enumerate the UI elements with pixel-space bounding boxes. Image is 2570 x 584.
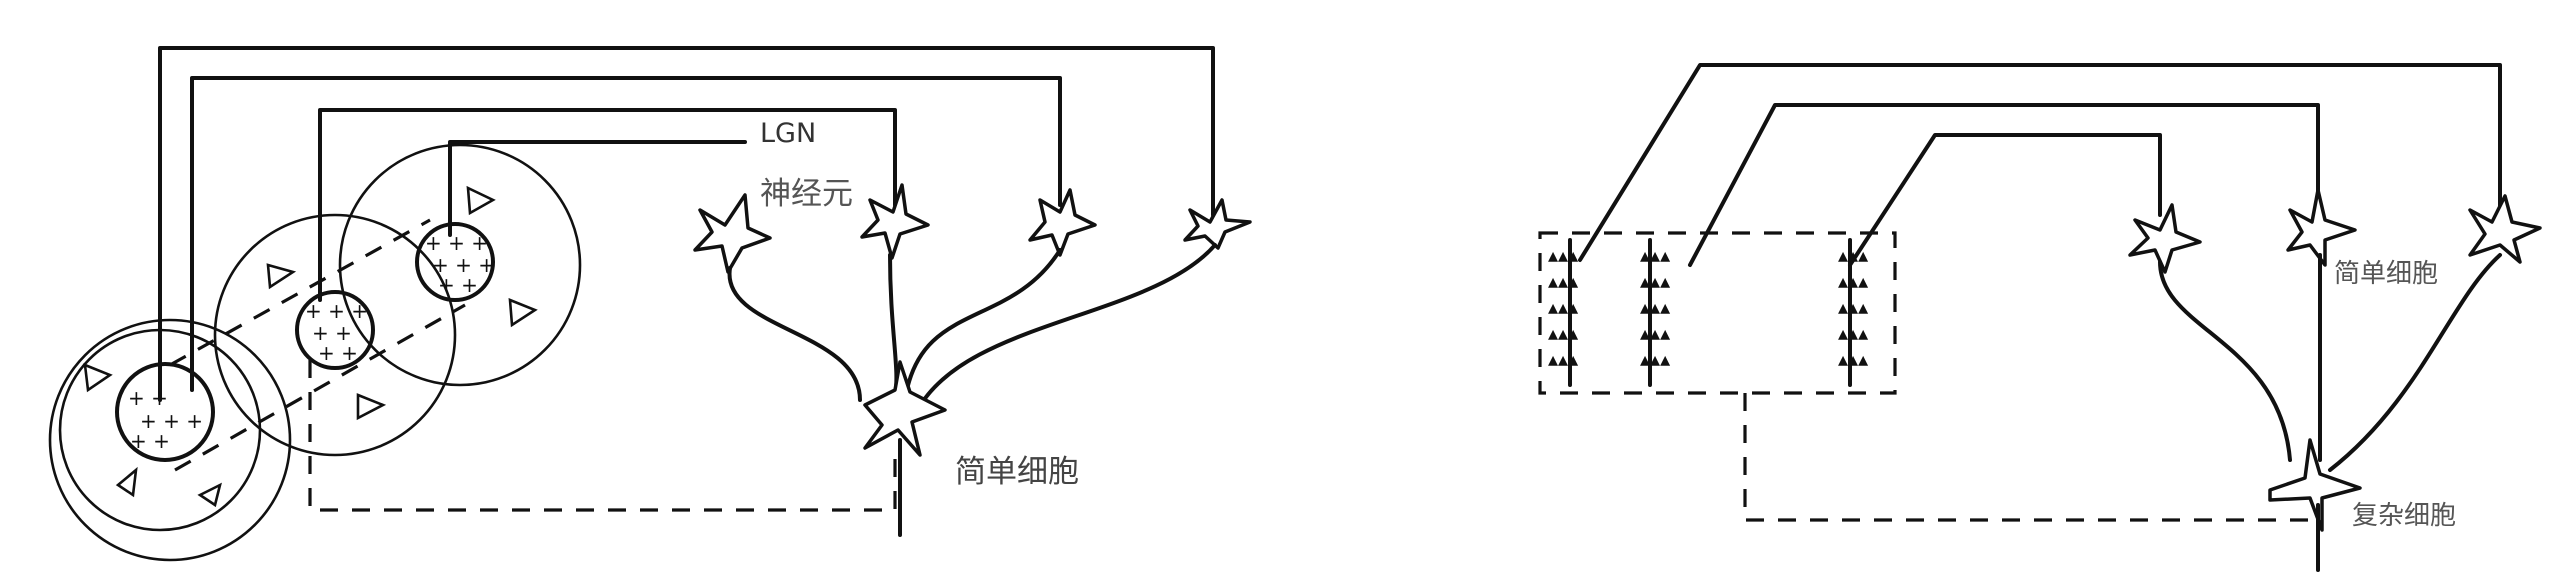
on-centre-marks: + + + + + + + + + + + + + + + + + + + + …: [128, 231, 495, 453]
svg-text:▴▴▴: ▴▴▴: [1640, 243, 1670, 267]
left-panel-lgn-to-simple-cell: + + + + + + + + + + + + + + + + + + + + …: [48, 46, 1252, 562]
svg-text:▴▴▴: ▴▴▴: [1838, 295, 1868, 319]
lgn-axon-paths: [158, 46, 1215, 402]
lgn-axons-to-simple-cell: [727, 243, 1217, 417]
simple-cell-label-right: 简单细胞: [2334, 259, 2439, 289]
oriented-bar-columns: ▴▴▴ ▴▴▴ ▴▴▴ ▴▴▴ ▴▴▴ ▴▴▴ ▴▴▴ ▴▴▴ ▴▴▴ ▴▴▴ …: [1548, 238, 1868, 387]
svg-text:+ + +: + + +: [305, 299, 368, 323]
receptive-field-box: [1538, 231, 2310, 522]
svg-text:▴▴▴: ▴▴▴: [1838, 347, 1868, 371]
svg-text:+ + +: + + +: [432, 253, 495, 277]
off-surround-triangles: [83, 185, 538, 508]
simple-cells-right: [2128, 188, 2542, 274]
svg-text:+ + +: + + +: [140, 409, 203, 433]
receptive-field-surrounds: [48, 143, 582, 562]
svg-text:▴▴▴: ▴▴▴: [1548, 243, 1578, 267]
svg-text:▴▴▴: ▴▴▴: [1838, 321, 1868, 345]
lgn-neuron-label: 神经元: [760, 176, 853, 212]
svg-text:▴▴▴: ▴▴▴: [1548, 347, 1578, 371]
simple-cell-axon-paths: [1578, 63, 2502, 267]
svg-text:▴▴▴: ▴▴▴: [1548, 321, 1578, 345]
svg-text:+ +: + +: [312, 321, 352, 345]
svg-text:▴▴▴: ▴▴▴: [1640, 321, 1670, 345]
svg-text:▴▴▴: ▴▴▴: [1640, 269, 1670, 293]
svg-text:+ +: + +: [318, 341, 358, 365]
svg-text:▴▴▴: ▴▴▴: [1640, 295, 1670, 319]
lgn-label: LGN: [760, 118, 817, 149]
complex-cell-label: 复杂细胞: [2352, 501, 2457, 531]
simple-cell-label-left: 简单细胞: [955, 454, 1079, 490]
svg-text:+ +: + +: [438, 273, 478, 297]
svg-text:▴▴▴: ▴▴▴: [1640, 347, 1670, 371]
complex-cell: [2268, 438, 2362, 572]
svg-text:▴▴▴: ▴▴▴: [1838, 243, 1868, 267]
simple-cell-left: [863, 360, 947, 537]
svg-text:+ + +: + + +: [425, 231, 488, 255]
receptive-field-centres: [115, 222, 495, 462]
svg-text:+ +: + +: [130, 429, 170, 453]
svg-text:▴▴▴: ▴▴▴: [1548, 295, 1578, 319]
right-panel-simple-to-complex-cell: ▴▴▴ ▴▴▴ ▴▴▴ ▴▴▴ ▴▴▴ ▴▴▴ ▴▴▴ ▴▴▴ ▴▴▴ ▴▴▴ …: [1538, 63, 2542, 572]
simple-axons-to-complex-cell: [2158, 253, 2502, 472]
svg-text:▴▴▴: ▴▴▴: [1838, 269, 1868, 293]
svg-text:▴▴▴: ▴▴▴: [1548, 269, 1578, 293]
stimulus-bar-outline: [169, 218, 897, 512]
lgn-neuron-cells: [693, 183, 1252, 274]
svg-text:+ +: + +: [128, 386, 168, 410]
